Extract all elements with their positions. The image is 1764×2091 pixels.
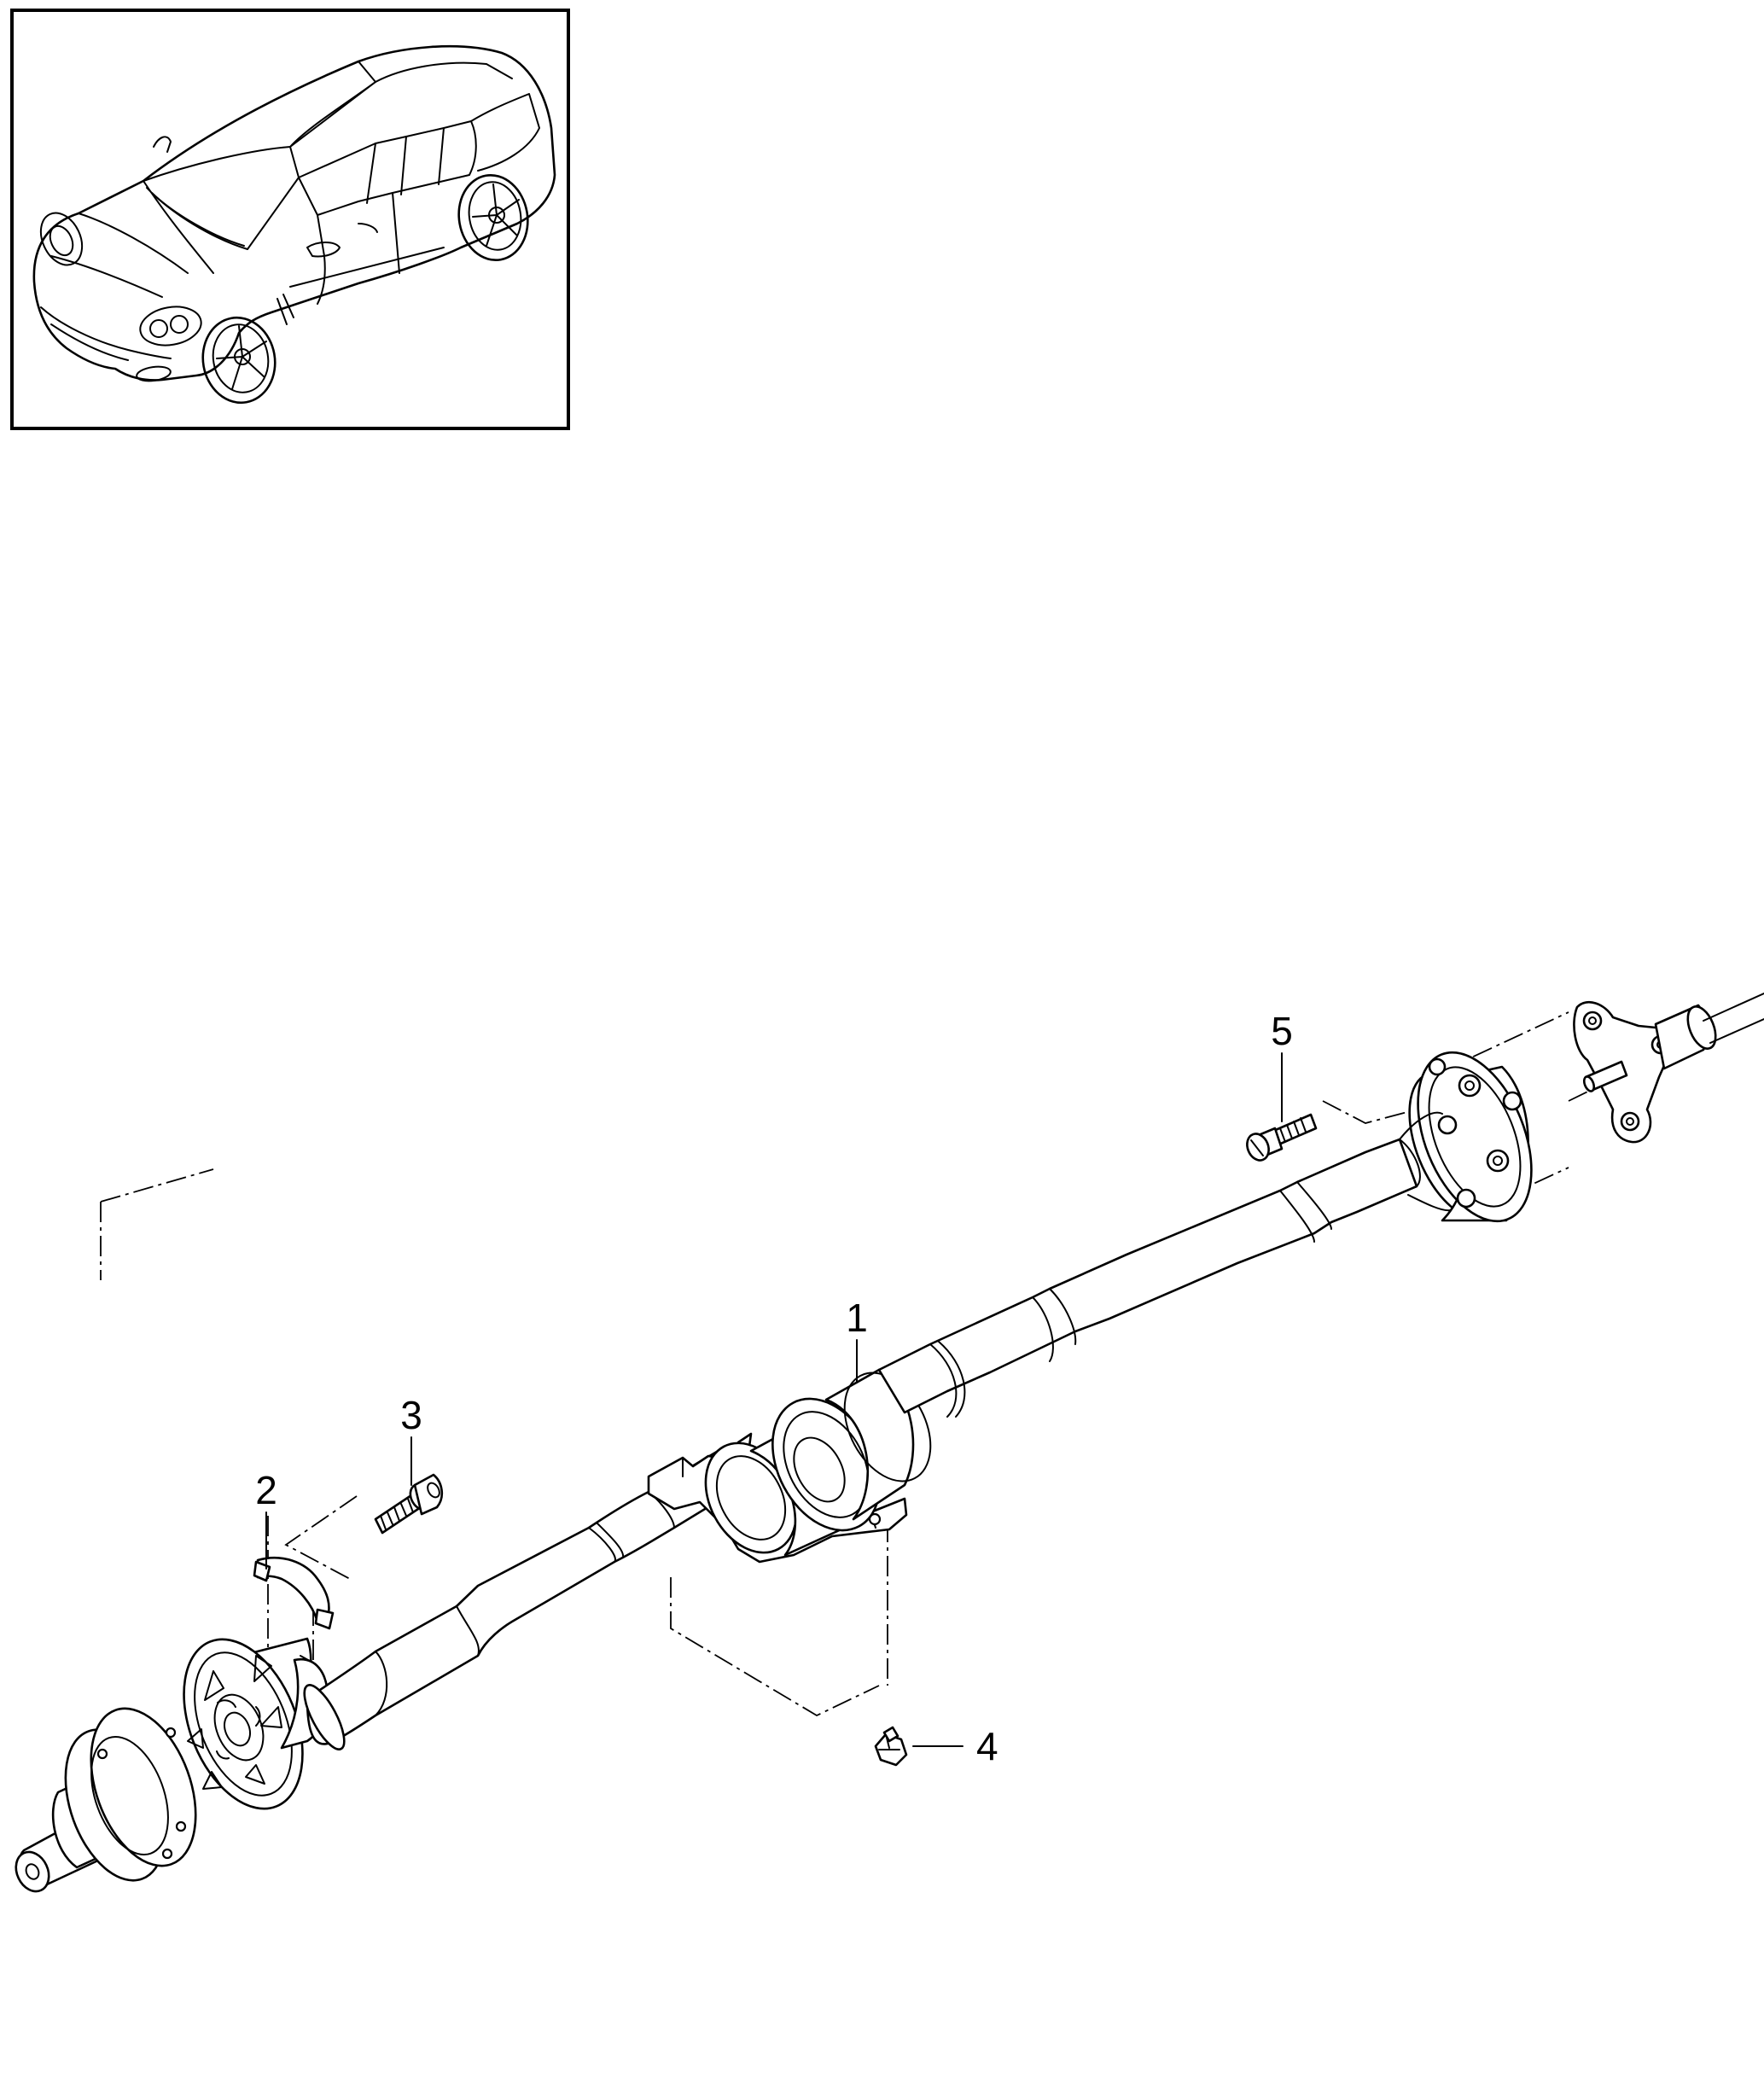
assembly-guide-lines [100,1011,1639,1717]
screw-part-3 [374,1473,444,1535]
bolt-part-5 [1246,1113,1318,1162]
drive-shaft-assembly [15,993,1764,1893]
callout-3: 3 [400,1393,422,1437]
shaft-tube-front [303,1432,753,1750]
nut-part-4 [874,1726,908,1767]
callout-4: 4 [976,1724,998,1768]
transmission-flange-stub [15,1707,197,1893]
securing-plate [253,1556,335,1630]
callout-2: 2 [255,1468,277,1512]
vehicle-thumbnail [10,9,570,430]
differential-flange [1573,993,1764,1144]
shaft-tube-rear [877,1138,1421,1418]
callout-1: 1 [846,1296,868,1340]
callout-labels: 1 2 3 4 5 [255,1009,1293,1768]
car-outline-icon [32,44,556,405]
flex-disc [1399,1051,1533,1223]
center-bearing [647,1368,932,1564]
callout-leaders [265,1052,1283,1747]
callout-5: 5 [1271,1009,1293,1053]
